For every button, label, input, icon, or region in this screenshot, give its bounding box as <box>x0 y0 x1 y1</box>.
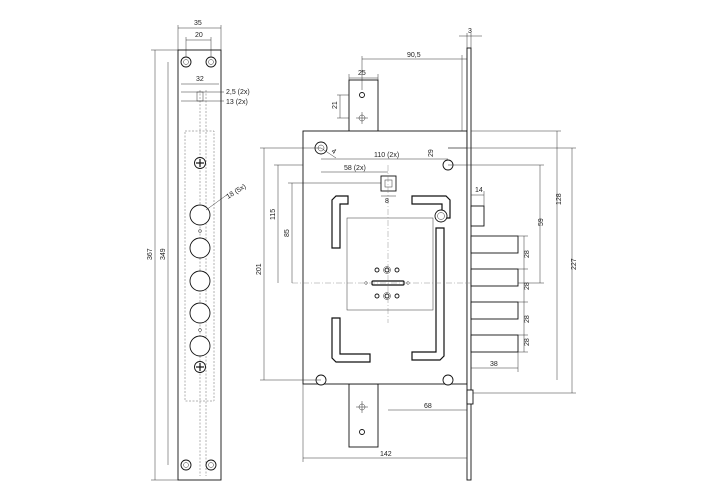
dim-2-5: 2,5 (2x) <box>226 89 250 96</box>
bolt-2 <box>470 268 519 287</box>
internal-cavity <box>346 217 434 311</box>
faceplate-bottom-hole-right <box>205 459 217 471</box>
latch-bolt <box>470 205 485 227</box>
bottom-mounting-tab <box>348 383 379 448</box>
dim-28-4: 28 <box>524 338 531 346</box>
dim-59: 59 <box>538 218 545 226</box>
faceplate-screw-top <box>194 157 206 169</box>
dim-201: 201 <box>256 263 263 275</box>
dim-3: 3 <box>468 28 472 35</box>
faceplate-top-hole-left <box>180 56 192 68</box>
lock-case-body <box>302 130 468 385</box>
faceplate-hidden-recess <box>184 130 215 402</box>
forend-strip <box>466 47 472 481</box>
dim-35: 35 <box>194 20 202 27</box>
bolt-hole-4 <box>189 302 211 324</box>
dim-38: 38 <box>490 361 498 368</box>
dim-25: 25 <box>358 70 366 77</box>
faceplate-bottom-hole-left <box>180 459 192 471</box>
dim-28-2: 28 <box>524 282 531 290</box>
lock-case-view: 3 90,5 25 21 4 110 (2x) 29 58 (2x) <box>256 28 578 481</box>
leader-18 <box>205 193 229 211</box>
dim-28-1: 28 <box>524 250 531 258</box>
bolt-hole-3 <box>189 270 211 292</box>
case-hole-bottom-right <box>442 374 454 386</box>
dim-13: 13 (2x) <box>226 99 248 106</box>
slot-bottom-left <box>331 317 371 363</box>
dim-349: 349 <box>160 248 167 260</box>
dim-8: 8 <box>385 198 389 205</box>
dim-20: 20 <box>195 32 203 39</box>
dim-32: 32 <box>196 76 204 83</box>
dim-142: 142 <box>380 451 392 458</box>
faceplate-top-hole-right <box>205 56 217 68</box>
bolt-4 <box>470 334 519 353</box>
dim-14: 14 <box>475 187 483 194</box>
dim-90-5: 90,5 <box>407 52 421 59</box>
dim-4: 4 <box>330 148 337 156</box>
bolt-1 <box>470 235 519 254</box>
faceplate-view: 35 20 32 2,5 (2x) 13 (2x) 18 (5x) 367 34… <box>147 20 250 481</box>
bolt-hole-1 <box>189 204 211 226</box>
bolt-hole-2 <box>189 237 211 259</box>
top-mounting-tab <box>348 79 379 133</box>
dim-58: 58 (2x) <box>344 165 366 172</box>
dim-227: 227 <box>571 258 578 270</box>
faceplate-outline <box>177 49 222 481</box>
slot-bottom-right <box>411 227 445 361</box>
dim-110: 110 (2x) <box>374 152 399 159</box>
dim-68: 68 <box>424 403 432 410</box>
latch-pivot <box>434 209 448 223</box>
dim-128: 128 <box>556 193 563 205</box>
dim-85: 85 <box>284 229 291 237</box>
faceplate-screw-bottom <box>194 361 206 373</box>
dim-18: 18 (5x) <box>225 183 247 200</box>
spindle-square <box>380 175 397 192</box>
dim-29: 29 <box>428 149 435 157</box>
bolt-3 <box>470 301 519 320</box>
dim-367: 367 <box>147 248 154 260</box>
dim-28-3: 28 <box>524 315 531 323</box>
dim-21: 21 <box>332 101 339 109</box>
slot-top-left <box>331 195 349 249</box>
dim-115: 115 <box>270 209 277 220</box>
bolt-hole-5 <box>189 335 211 357</box>
